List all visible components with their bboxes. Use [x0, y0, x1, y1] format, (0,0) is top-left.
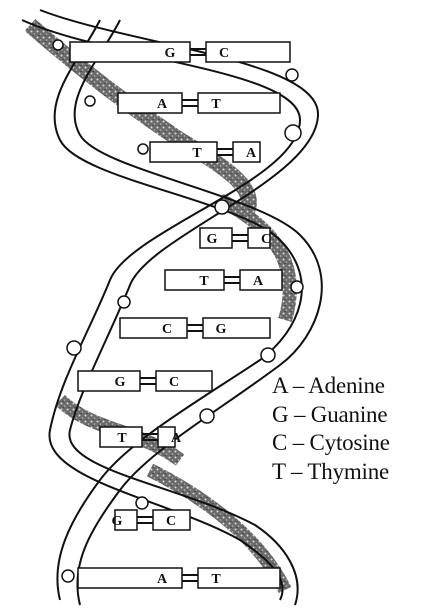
backbone-sugar-circle — [136, 497, 148, 509]
base-letter-right: G — [216, 322, 227, 337]
backbone-sugar-circle — [215, 200, 229, 214]
base-letter-right: A — [171, 431, 182, 446]
legend-item-guanine: G – Guanine — [272, 401, 444, 430]
base-letter-right: T — [211, 97, 221, 112]
base-letter-right: C — [166, 514, 176, 529]
legend-item-cytosine: C – Cytosine — [272, 429, 444, 458]
base-letter-left: A — [157, 97, 168, 112]
backbone-sugar-circle — [118, 296, 130, 308]
base-letter-right: A — [253, 274, 264, 289]
base-letter-left: A — [157, 572, 168, 587]
base-letter-right: C — [219, 46, 229, 61]
backbone-sugar-circles — [53, 40, 303, 582]
base-left-block — [78, 371, 140, 391]
backbone-sugar-circle — [53, 40, 63, 50]
base-right-block — [198, 568, 280, 588]
base-letter-left: G — [115, 375, 126, 390]
backbone-sugar-circle — [291, 281, 303, 293]
legend-item-thymine: T – Thymine — [272, 458, 444, 487]
backbone-sugar-circle — [285, 125, 301, 141]
base-letter-right: A — [246, 146, 257, 161]
backbone-sugar-circle — [261, 348, 275, 362]
base-left-block — [120, 318, 187, 338]
backbone-sugar-circle — [138, 144, 148, 154]
base-left-block — [165, 270, 224, 290]
base-legend: A – Adenine G – Guanine C – Cytosine T –… — [272, 372, 444, 486]
base-letter-left: G — [112, 514, 123, 529]
base-letter-left: C — [162, 322, 172, 337]
backbone-shadow — [220, 200, 290, 320]
base-letter-left: G — [207, 232, 218, 247]
backbone-sugar-circle — [67, 341, 81, 355]
base-letter-right: C — [261, 232, 271, 247]
base-letter-left: T — [199, 274, 209, 289]
base-right-block — [198, 93, 280, 113]
base-letter-left: T — [192, 146, 202, 161]
base-letter-left: T — [117, 431, 127, 446]
base-right-block — [203, 318, 270, 338]
backbone-sugar-circle — [286, 69, 298, 81]
backbone-sugar-circle — [62, 570, 74, 582]
backbone-sugar-circle — [200, 409, 214, 423]
base-letter-right: C — [169, 375, 179, 390]
backbone-sugar-circle — [85, 96, 95, 106]
legend-item-adenine: A – Adenine — [272, 372, 444, 401]
base-left-block — [150, 142, 217, 162]
base-letter-right: T — [211, 572, 221, 587]
base-right-block — [156, 371, 212, 391]
base-left-block — [118, 93, 182, 113]
base-letter-left: G — [165, 46, 176, 61]
